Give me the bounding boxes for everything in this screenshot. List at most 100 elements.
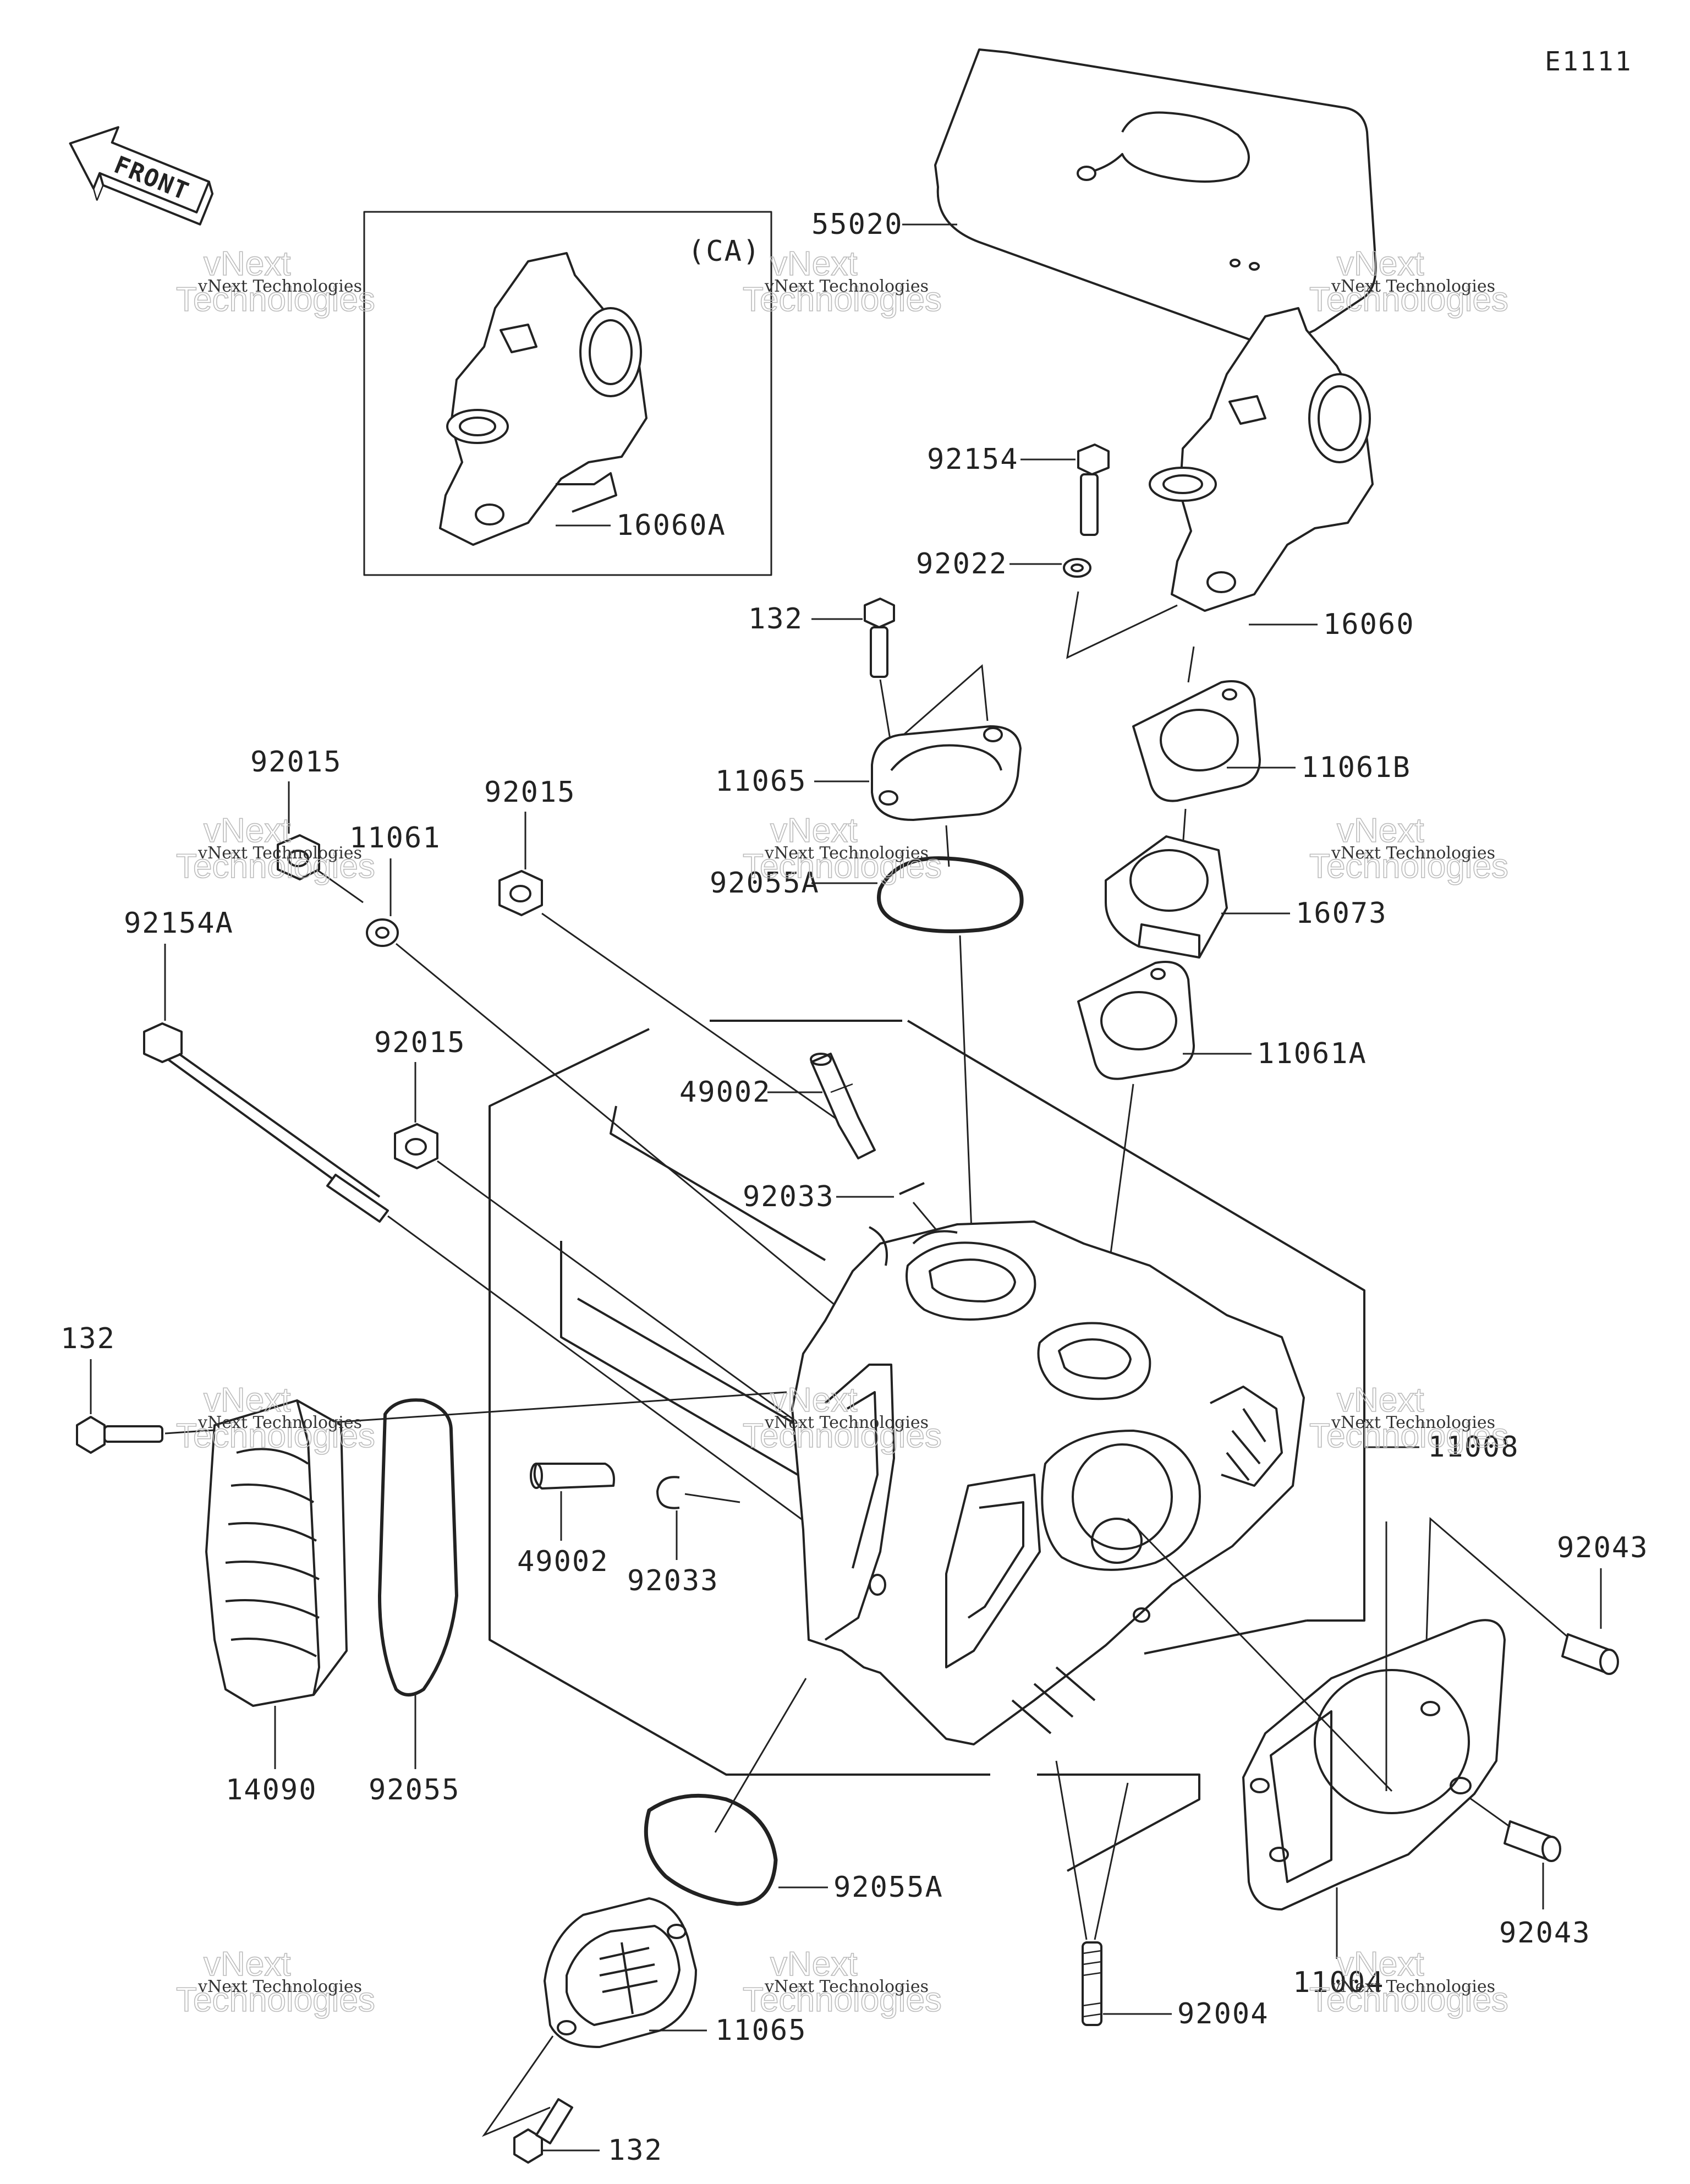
svg-text:vNext: vNext (770, 1381, 857, 1419)
head-cover-14090 (205, 1399, 348, 1707)
svg-text:vNext Technologies: vNext Technologies (1331, 844, 1495, 863)
label-92055a-top: 92055A (710, 867, 820, 900)
cylinder-head-frame (489, 1020, 1365, 1872)
clip-92033-top (899, 1182, 925, 1195)
svg-text:vNext Technologies: vNext Technologies (764, 277, 929, 296)
svg-text:Technologies: Technologies (1309, 847, 1508, 885)
svg-text:vNext: vNext (770, 1945, 857, 1983)
cylinder-head-11008 (791, 1220, 1305, 1745)
label-11065-bot: 11065 (715, 2014, 807, 2047)
label-92004: 92004 (1177, 1997, 1269, 2030)
svg-text:vNext Technologies: vNext Technologies (197, 277, 362, 296)
watermark: vNext Technologies vNext Technologies (1309, 1945, 1509, 2019)
clip-92033-bottom (656, 1476, 680, 1509)
label-92055: 92055 (369, 1774, 460, 1807)
valve-guide-49002-top (810, 1053, 876, 1159)
svg-text:Technologies: Technologies (176, 1981, 375, 2019)
svg-text:vNext: vNext (1337, 1945, 1424, 1983)
label-92055a-bot: 92055A (833, 1871, 943, 1904)
watermark: vNext Technologies vNext Technologies (175, 1945, 376, 2019)
label-14090: 14090 (226, 1774, 317, 1807)
bolt-132-left (76, 1416, 163, 1454)
svg-text:Technologies: Technologies (743, 281, 942, 319)
ca-inset-box (363, 211, 772, 576)
label-11061: 11061 (349, 822, 441, 855)
svg-text:Technologies: Technologies (176, 847, 375, 885)
svg-text:Technologies: Technologies (1309, 1417, 1508, 1455)
svg-text:vNext: vNext (204, 1381, 290, 1419)
bolt-132-top (864, 598, 895, 678)
diagram-code: E1111 (1545, 46, 1633, 77)
svg-text:vNext Technologies: vNext Technologies (1331, 1977, 1495, 1996)
svg-text:vNext Technologies: vNext Technologies (764, 844, 929, 863)
label-92043-bot: 92043 (1499, 1917, 1591, 1950)
label-55020: 55020 (811, 208, 903, 241)
label-92033-top: 92033 (743, 1180, 835, 1213)
intake-holder-16060a (439, 252, 648, 546)
washer-92022 (1063, 558, 1091, 578)
svg-text:vNext: vNext (204, 812, 290, 850)
svg-text:vNext: vNext (770, 812, 857, 850)
front-direction-arrow: FRONT (69, 126, 214, 226)
svg-text:Technologies: Technologies (1309, 281, 1508, 319)
label-11061b: 11061B (1301, 751, 1411, 784)
cap-11065-bottom (544, 1897, 697, 2048)
watermark: vNext Technologies vNext Technologies (175, 244, 376, 319)
svg-text:vNext Technologies: vNext Technologies (1331, 1413, 1495, 1432)
valve-guide-49002-bottom (530, 1463, 615, 1490)
stud-bolt-92154a (143, 1022, 389, 1223)
label-49002-top: 49002 (679, 1076, 771, 1109)
watermark: vNext Technologies vNext Technologies (742, 1945, 942, 2019)
watermark-group: vNext Technologies vNext Technologies vN… (175, 244, 1509, 2019)
gasket-11004 (1242, 1619, 1506, 1911)
label-49002-bot: 49002 (517, 1545, 609, 1578)
label-16073: 16073 (1296, 897, 1387, 930)
svg-text:vNext Technologies: vNext Technologies (1331, 277, 1495, 296)
watermark: vNext Technologies vNext Technologies (742, 244, 942, 319)
watermark: vNext Technologies vNext Technologies (1309, 1381, 1509, 1455)
label-11065-top: 11065 (715, 765, 807, 798)
svg-text:vNext Technologies: vNext Technologies (197, 844, 362, 863)
svg-text:vNext Technologies: vNext Technologies (764, 1413, 929, 1432)
dowel-pin-92043-top (1561, 1633, 1619, 1675)
nut-92015-a (277, 834, 320, 880)
nut-92015-b (498, 870, 543, 916)
svg-text:vNext: vNext (204, 245, 290, 283)
watermark: vNext Technologies vNext Technologies (742, 1381, 942, 1455)
label-11004: 11004 (1293, 1966, 1385, 1999)
svg-text:Technologies: Technologies (743, 1417, 942, 1455)
svg-text:Technologies: Technologies (176, 1417, 375, 1455)
dowel-pin-92043-bottom (1504, 1820, 1561, 1862)
label-11008: 11008 (1428, 1431, 1519, 1464)
label-16060a: 16060A (616, 509, 726, 542)
label-11061a: 11061A (1257, 1037, 1367, 1070)
watermark: vNext Technologies vNext Technologies (1309, 244, 1509, 319)
svg-text:vNext: vNext (770, 245, 857, 283)
intake-holder-16060 (1149, 307, 1374, 612)
label-92033-bot: 92033 (627, 1564, 719, 1597)
label-92154: 92154 (927, 443, 1019, 476)
gasket-11061a (1077, 961, 1195, 1080)
svg-text:vNext: vNext (1337, 1381, 1424, 1419)
insulator-16073 (1105, 835, 1228, 959)
watermark: vNext Technologies vNext Technologies (1309, 811, 1509, 886)
svg-text:Technologies: Technologies (176, 281, 375, 319)
svg-text:vNext: vNext (1337, 812, 1424, 850)
label-92015-c: 92015 (374, 1026, 466, 1059)
washer-11061 (366, 918, 399, 947)
label-92015-b: 92015 (484, 776, 576, 809)
label-92043-top: 92043 (1557, 1531, 1649, 1564)
label-16060: 16060 (1323, 608, 1415, 641)
svg-text:Technologies: Technologies (743, 1981, 942, 2019)
svg-text:Technologies: Technologies (1309, 1981, 1508, 2019)
label-132-left: 132 (61, 1322, 116, 1355)
watermark: vNext Technologies vNext Technologies (742, 811, 942, 886)
watermark: vNext Technologies vNext Technologies (175, 811, 376, 886)
nut-92015-c (394, 1123, 438, 1169)
gasket-11061b (1132, 680, 1261, 802)
watermark: vNext Technologies vNext Technologies (175, 1381, 376, 1455)
label-92154a: 92154A (124, 907, 234, 940)
svg-text:vNext Technologies: vNext Technologies (764, 1977, 929, 1996)
svg-text:Technologies: Technologies (743, 847, 942, 885)
